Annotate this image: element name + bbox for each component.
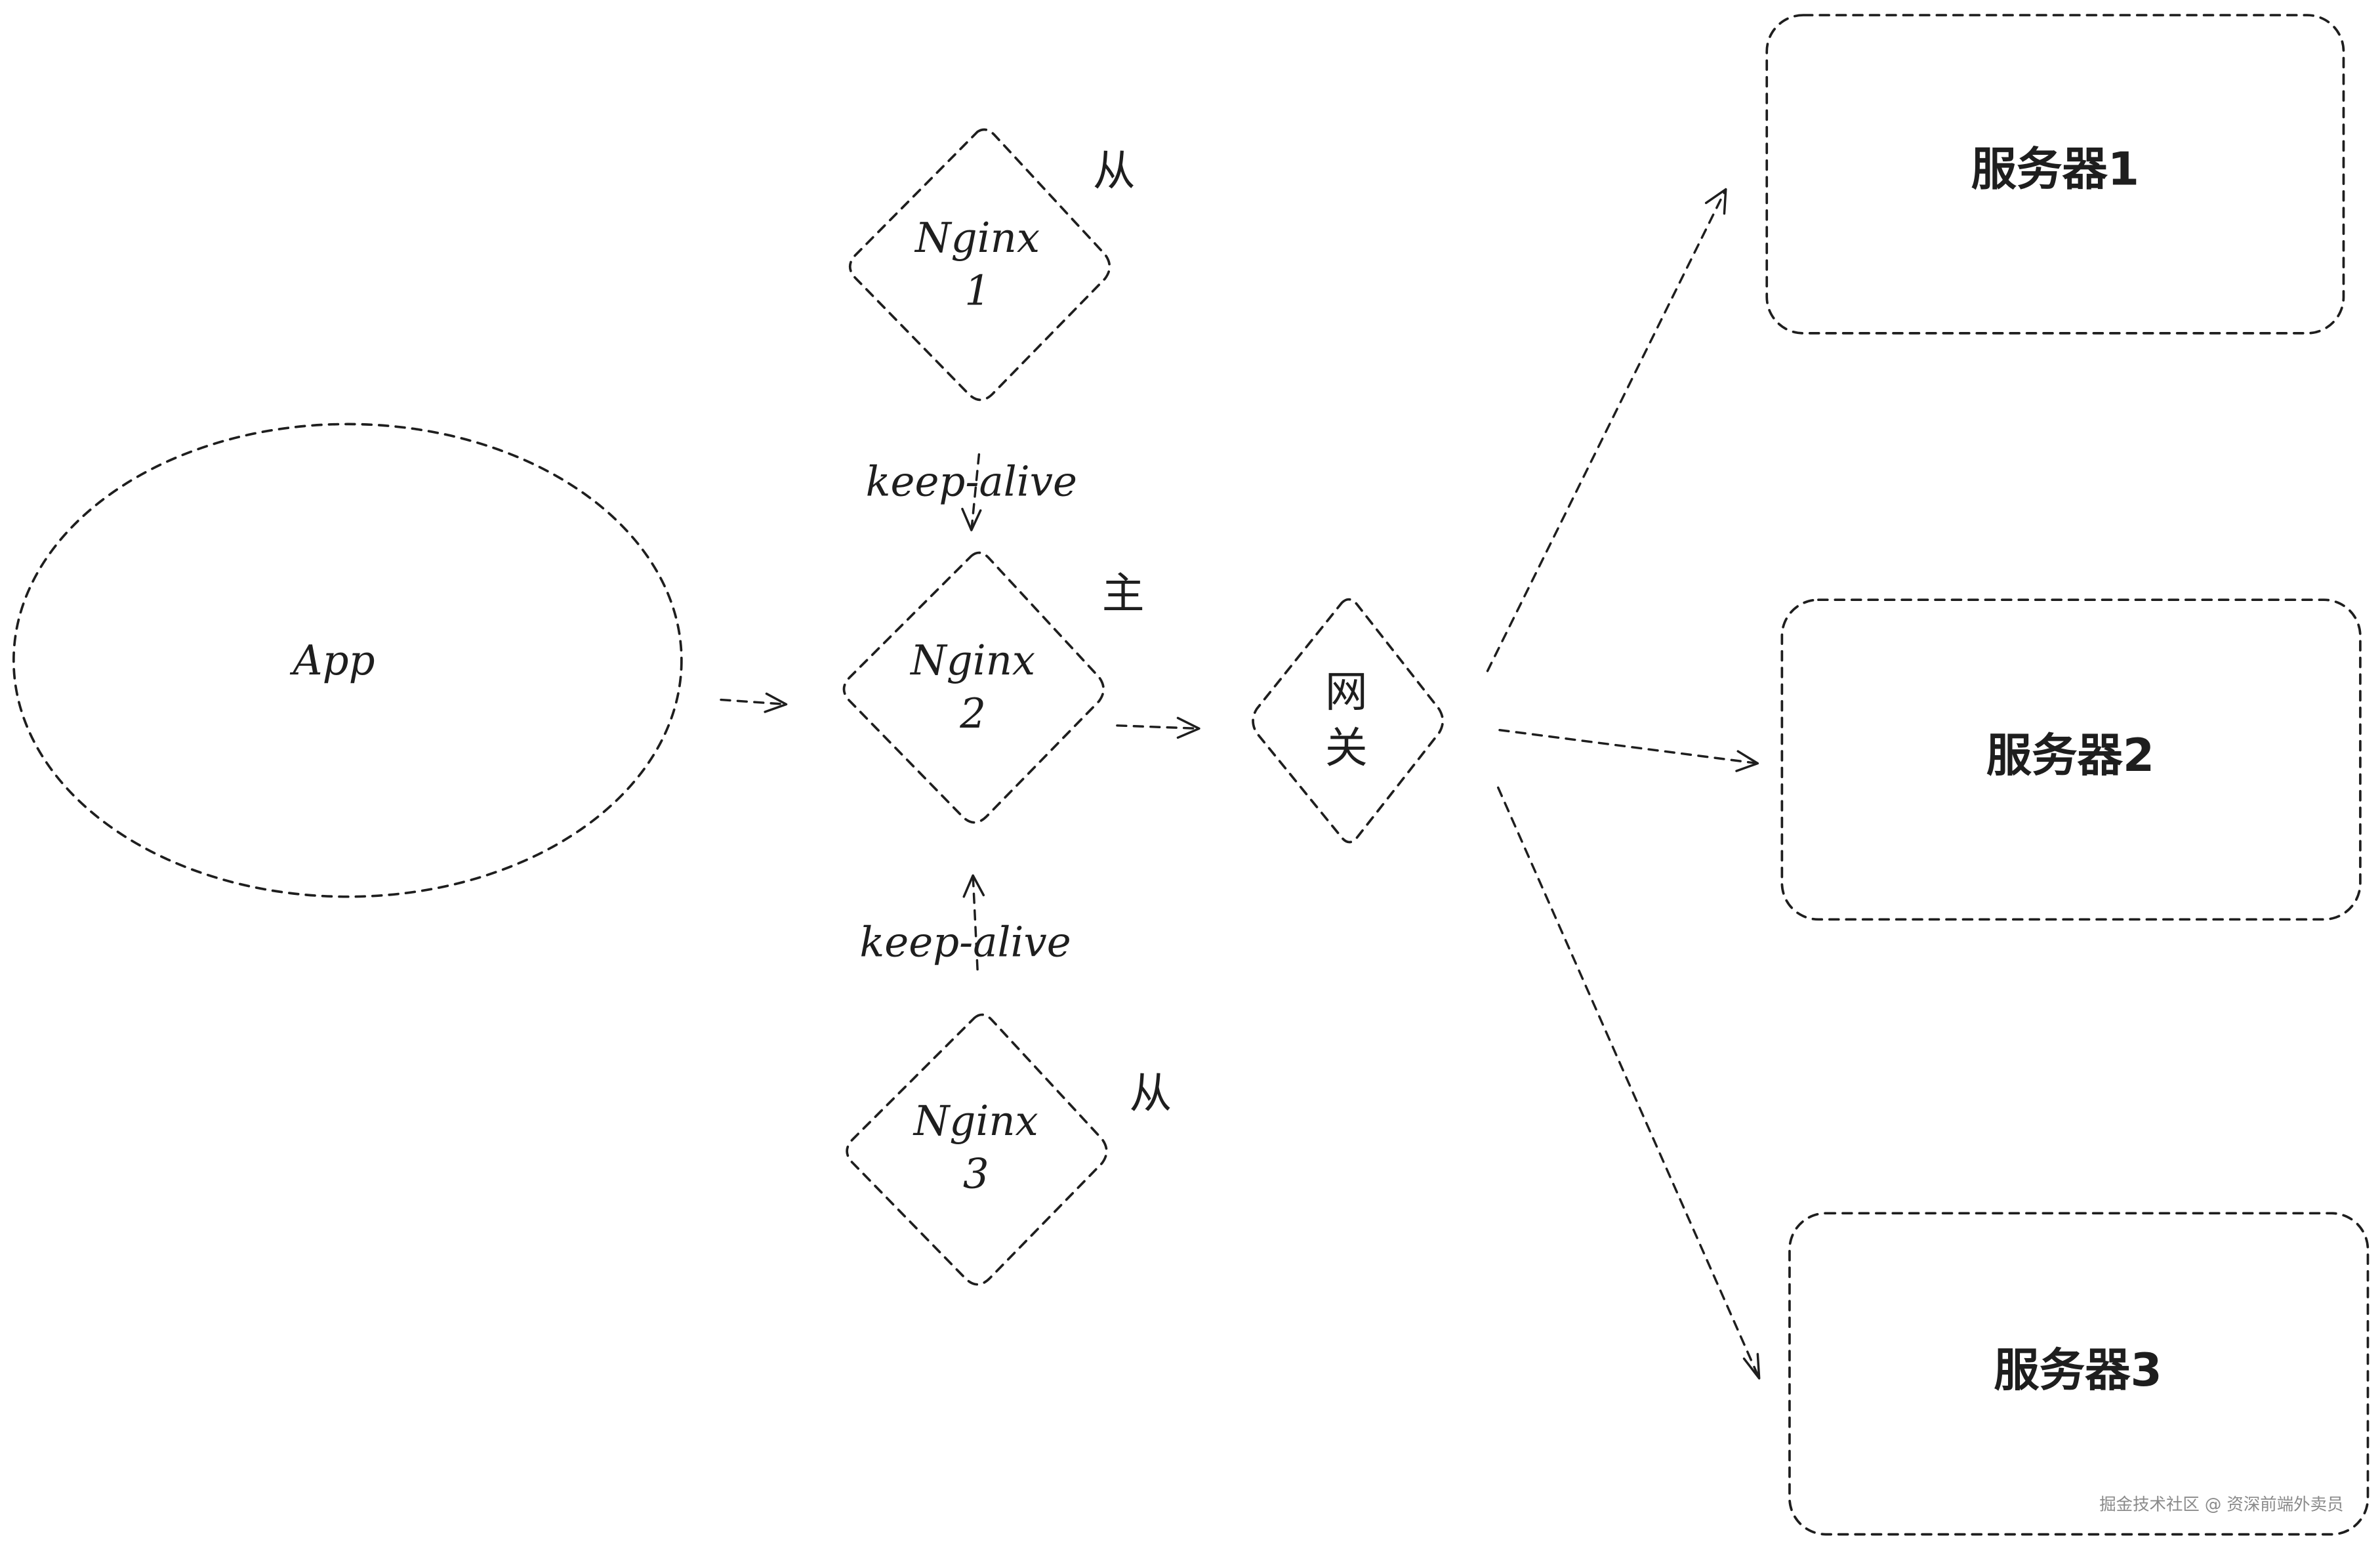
server-2-box: 服务器2 <box>1780 598 2362 921</box>
nginx-2-number: 2 <box>959 690 986 737</box>
keepalive-top-arrow <box>961 453 982 531</box>
server-2-label: 服务器2 <box>1986 730 2155 782</box>
nginx-3-name: Nginx <box>913 1097 1038 1145</box>
gateway-to-server2-arrow <box>1498 729 1759 772</box>
server-1-label: 服务器1 <box>1971 144 2140 196</box>
gateway-to-server3-arrow <box>1496 786 1761 1380</box>
nginx-1-number: 1 <box>964 267 991 315</box>
app-node: App <box>12 423 683 898</box>
gateway-line1: 网 <box>1325 668 1368 717</box>
nginx-3-number: 3 <box>963 1150 989 1198</box>
server-1-box: 服务器1 <box>1765 14 2345 335</box>
app-label: App <box>289 636 375 684</box>
gateway-line2: 关 <box>1325 724 1368 773</box>
server-3-label: 服务器3 <box>1994 1344 2162 1397</box>
nginx-3-node: Nginx 3 <box>846 1013 1108 1286</box>
keepalive-top-label: keep-alive <box>866 458 1077 506</box>
app-to-nginx-arrow <box>720 692 788 713</box>
nginx-2-name: Nginx <box>909 636 1035 684</box>
server-3-box: 服务器3 <box>1788 1212 2370 1536</box>
gateway-to-server1-arrow <box>1486 188 1727 672</box>
nginx-2-role: 主 <box>1102 569 1145 619</box>
watermark: 掘金技术社区 @ 资深前端外卖员 <box>2099 1495 2343 1514</box>
nginx-1-name: Nginx <box>914 214 1040 262</box>
nginx-1-role: 从 <box>1093 146 1136 196</box>
nginx-3-role: 从 <box>1129 1069 1172 1118</box>
nginx-1-node: Nginx 1 <box>848 128 1111 402</box>
keepalive-bottom-label: keep-alive <box>859 918 1071 966</box>
nginx-2-node: Nginx 2 <box>842 551 1105 824</box>
keepalive-bottom-arrow <box>962 874 985 971</box>
nginx-to-gateway-arrow <box>1116 716 1200 739</box>
gateway-node: 网 关 <box>1252 598 1445 844</box>
